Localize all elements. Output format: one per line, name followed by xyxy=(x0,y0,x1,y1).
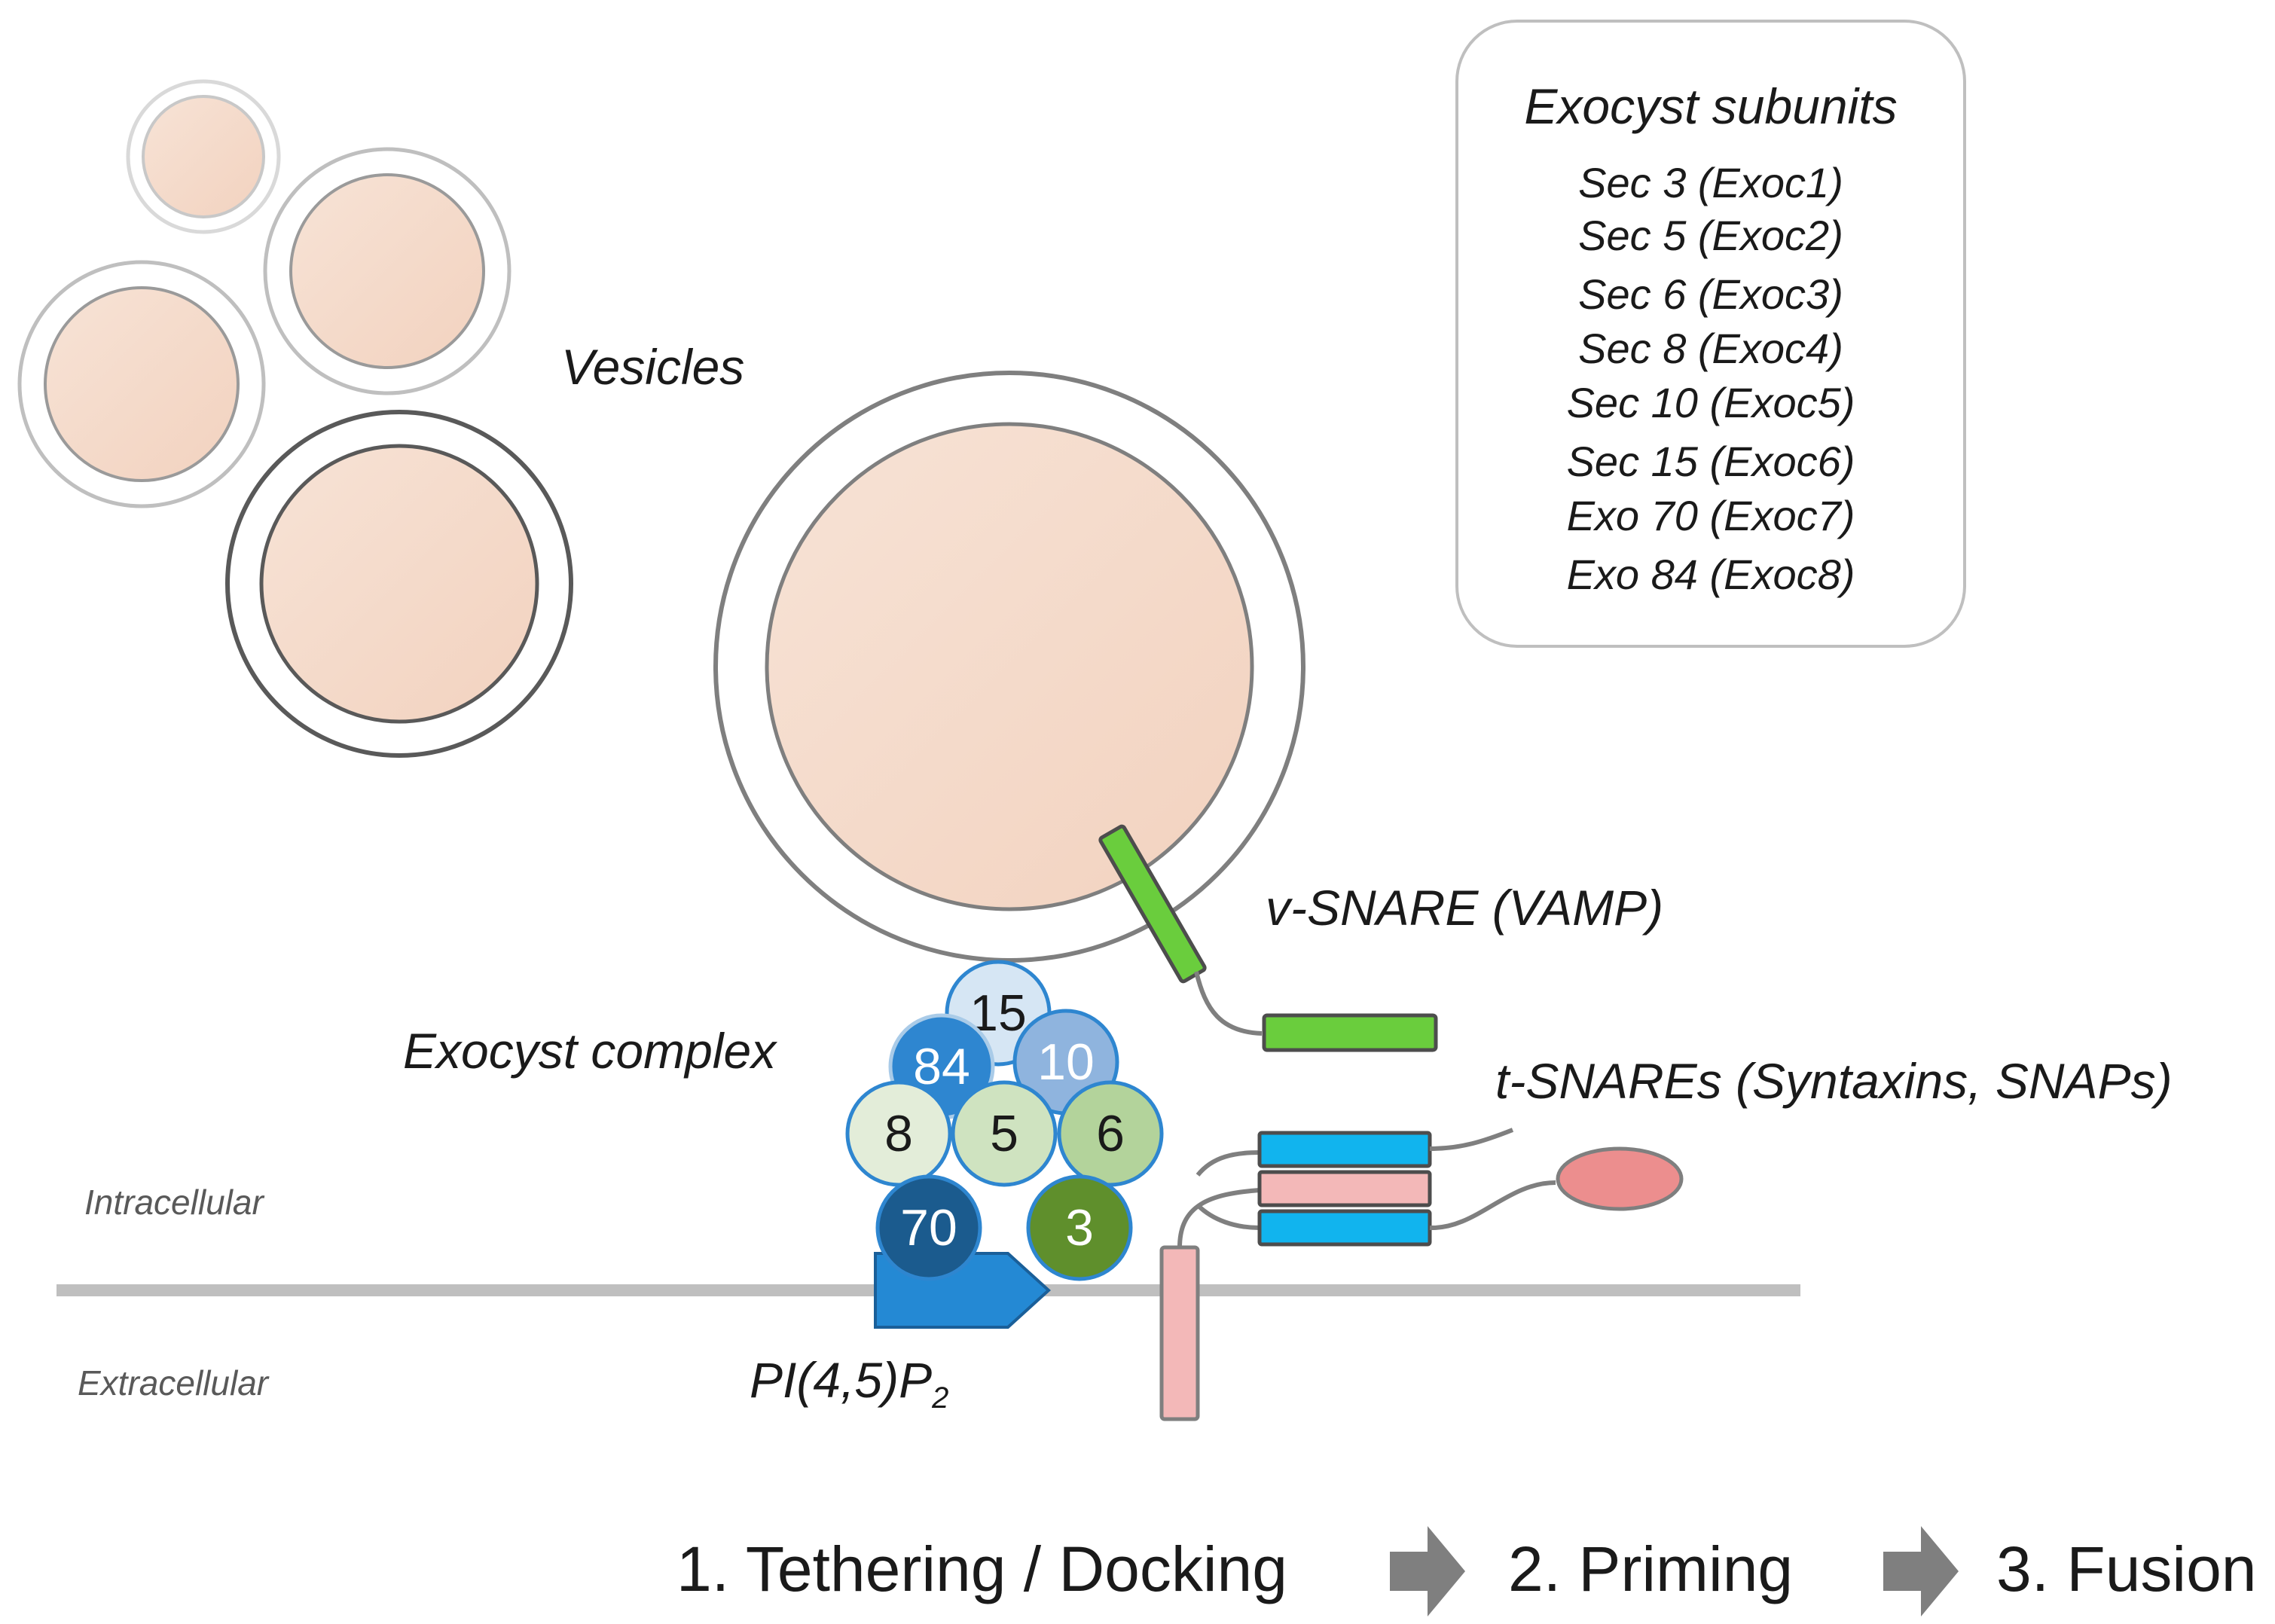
vesicle-tiny xyxy=(126,79,281,234)
subunit-exo84-label: 84 xyxy=(913,1038,970,1095)
subunit-sec8: 8 xyxy=(845,1080,952,1187)
legend-item: Sec 15 (Exoc6) xyxy=(1567,438,1855,485)
legend-item: Sec 8 (Exoc4) xyxy=(1578,325,1843,372)
subunit-exo70-label: 70 xyxy=(900,1199,957,1256)
arrow-icon xyxy=(1390,1526,1465,1616)
subunit-exo70: 70 xyxy=(875,1174,982,1281)
legend-item: Sec 6 (Exoc3) xyxy=(1578,270,1843,318)
legend-item: Sec 10 (Exoc5) xyxy=(1567,379,1855,426)
step-priming: 2. Priming xyxy=(1508,1534,1793,1604)
subunit-sec10-label: 10 xyxy=(1037,1033,1095,1091)
legend-item: Sec 3 (Exoc1) xyxy=(1578,159,1843,206)
subunit-sec3-label: 3 xyxy=(1065,1199,1094,1256)
intracellular-label: Intracellular xyxy=(84,1183,264,1222)
snap-oval xyxy=(1556,1146,1684,1211)
docking-vesicle xyxy=(713,371,1305,963)
legend-title: Exocyst subunits xyxy=(1524,78,1897,134)
legend-item: Sec 5 (Exoc2) xyxy=(1578,212,1843,259)
subunit-sec8-label: 8 xyxy=(884,1105,913,1162)
subunit-sec5-label: 5 xyxy=(990,1105,1018,1162)
step-tethering-docking: 1. Tethering / Docking xyxy=(676,1534,1287,1604)
vesicle-lower xyxy=(225,410,573,758)
v-snare-label: v-SNARE (VAMP) xyxy=(1266,880,1663,936)
subunit-sec5: 5 xyxy=(951,1080,1058,1187)
arrow-icon xyxy=(1883,1526,1959,1616)
subunit-sec6-label: 6 xyxy=(1096,1105,1125,1162)
vesicles-label: Vesicles xyxy=(561,339,744,395)
t-snares-label: t-SNAREs (Syntaxins, SNAPs) xyxy=(1495,1053,2173,1109)
subunit-sec3: 3 xyxy=(1026,1174,1133,1281)
exocyst-complex-label: Exocyst complex xyxy=(403,1023,777,1079)
legend-item: Exo 70 (Exoc7) xyxy=(1567,492,1855,539)
t-snare-complex xyxy=(1159,1128,1684,1421)
extracellular-label: Extracellular xyxy=(78,1363,270,1403)
vesicle-upper-right xyxy=(263,147,511,395)
vesicle-left xyxy=(17,260,266,508)
legend-item: Exo 84 (Exoc8) xyxy=(1567,551,1855,598)
subunit-sec6: 6 xyxy=(1057,1080,1164,1187)
v-snare xyxy=(1098,824,1438,1052)
pip2-label: PI(4,5)P2 xyxy=(750,1352,948,1415)
step-fusion: 3. Fusion xyxy=(1996,1534,2257,1604)
exocyst-subunits-legend: Exocyst subunits Sec 3 (Exoc1) Sec 5 (Ex… xyxy=(1455,20,1966,648)
